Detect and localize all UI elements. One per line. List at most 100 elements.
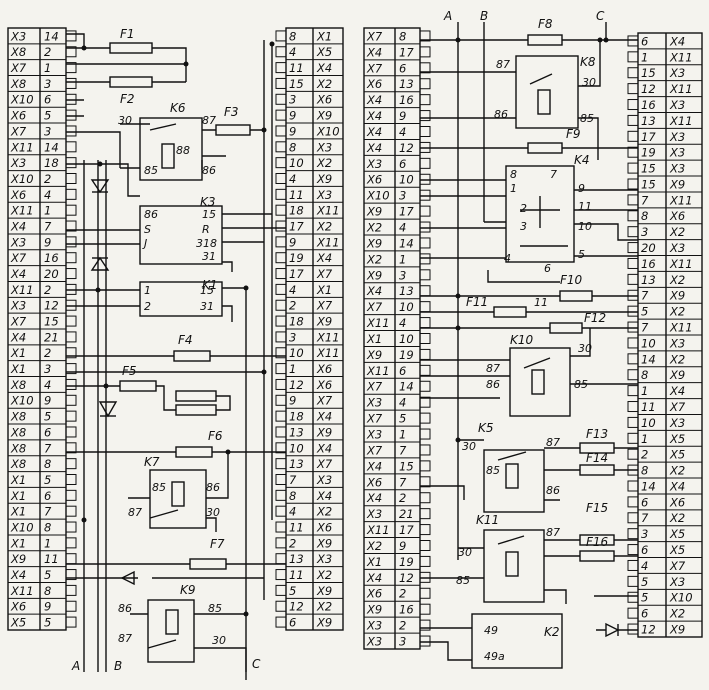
terminal-right-in-label: X7 [366,443,383,457]
terminal-right-out-label: 12 [641,623,656,637]
terminal-left-out-label: 2 [289,299,296,313]
terminal-left-in-label: X1 [10,473,26,487]
terminal-connector [65,363,77,375]
relay-k8 [515,55,579,129]
terminal-right-out-label: 6 [641,543,648,557]
terminal-connector [275,315,287,327]
terminal-connector [65,394,77,406]
pin-k10-87: 87 [486,362,500,375]
terminal-connector [275,616,287,628]
terminal-connector [419,380,431,392]
terminal-right-in-pin: 7 [399,475,407,489]
pin-k8-30: 30 [582,76,596,89]
pin-k4-4: 4 [504,252,511,265]
terminal-connector [627,210,639,222]
terminal-left-in-pin: 4 [44,188,51,202]
terminal-left-out-pin: X2 [316,77,332,91]
terminal-connector [419,555,431,567]
terminal-left-in-label: X6 [10,600,26,614]
terminal-left-in-label: X10 [10,93,34,107]
terminal-left-out-label: 11 [289,520,304,534]
terminal-left-in-pin: 21 [44,330,59,344]
terminal-connector [275,173,287,184]
terminal-left-in-pin: 1 [44,536,51,550]
terminal-connector [275,363,287,375]
pin-k3-j: J [142,237,147,250]
fuse-f6 [175,446,213,458]
terminal-right-in-label: X11 [366,316,390,330]
terminal-right-out-label: 16 [641,98,656,112]
terminal-connector [419,619,431,631]
terminal-connector [419,189,431,201]
terminal-right-in-label: X7 [366,300,383,314]
terminal-connector [627,67,639,79]
pin-k4-10: 10 [578,220,592,233]
pin-k9-87: 87 [118,632,132,645]
terminal-left-out-label: 9 [289,109,296,123]
terminal-connector [65,204,77,216]
terminal-right-in-pin: 3 [399,268,406,282]
terminal-right-out-pin: X6 [669,495,685,509]
terminal-right-out-pin: X11 [669,114,693,128]
terminal-left-out-label: 10 [289,441,304,455]
terminal-left-out-pin: X11 [316,204,340,218]
pin-f11-11: 11 [534,296,548,309]
terminal-left-out-label: 12 [289,378,304,392]
terminal-connector [419,396,431,408]
terminal-left-out-label: 5 [289,584,296,598]
label-k4: K4 [574,153,590,167]
label-f16: F16 [586,535,609,549]
pin-k1-15: 15 [200,284,214,297]
terminal-left-in-pin: 7 [44,441,52,455]
terminal-left-in-label: X11 [10,140,34,154]
terminal-left-out-label: 11 [289,61,304,75]
terminal-connector [65,109,77,121]
pin-k3-15: 15 [202,208,216,221]
relay-k5 [483,449,545,513]
pin-k4-11: 11 [578,200,592,213]
terminal-left-in-label: X10 [10,172,34,186]
terminal-connector [627,607,639,619]
pin-k5-86: 86 [546,484,560,497]
terminal-left-in-label: X1 [10,505,26,519]
terminal-connector [627,575,639,587]
relay-k7 [149,469,207,529]
terminal-right-in-label: X4 [366,93,382,107]
fuse-f11 [493,306,527,318]
terminal-connector [275,426,287,438]
fuse-f16 [579,550,615,562]
terminal-left-in-label: X8 [10,457,26,471]
terminal-left-out-label: 13 [289,425,304,439]
terminal-right-in-pin: 5 [399,412,406,426]
terminal-right-out-label: 10 [641,416,656,430]
terminal-right-in-pin: 6 [399,364,406,378]
pin-k11-30: 30 [458,546,472,559]
terminal-right-out-label: 17 [641,130,656,144]
terminal-right-in-pin: 19 [399,348,414,362]
pin-k4-9: 9 [578,182,585,195]
terminal-left-out-pin: X4 [316,441,332,455]
terminal-connector [275,299,287,311]
terminal-connector [419,540,431,551]
terminal-connector [419,317,431,329]
terminal-connector [275,157,287,169]
terminal-connector [65,141,77,153]
terminal-right-out-label: 13 [641,273,656,287]
label-f6: F6 [208,429,223,443]
terminal-left-out-label: 10 [289,346,304,360]
terminal-connector [419,333,431,344]
pin-k7-30: 30 [206,506,220,519]
terminal-left-out-pin: X11 [316,346,340,360]
pin-k9-30: 30 [212,634,226,647]
terminal-left-out-pin: X4 [316,489,332,503]
terminal-left-in-pin: 3 [44,124,51,138]
terminal-right-out-pin: X9 [669,177,685,191]
terminal-left-in-label: X10 [10,520,34,534]
terminal-right-out-label: 1 [641,50,648,64]
pin-k1-2: 2 [144,300,151,313]
terminal-left-out-label: 9 [289,235,296,249]
terminal-right-in-pin: 3 [399,189,406,203]
terminal-left-out-label: 3 [289,330,296,344]
terminal-left-out-pin: X9 [316,616,332,630]
label-k5: K5 [478,421,494,435]
